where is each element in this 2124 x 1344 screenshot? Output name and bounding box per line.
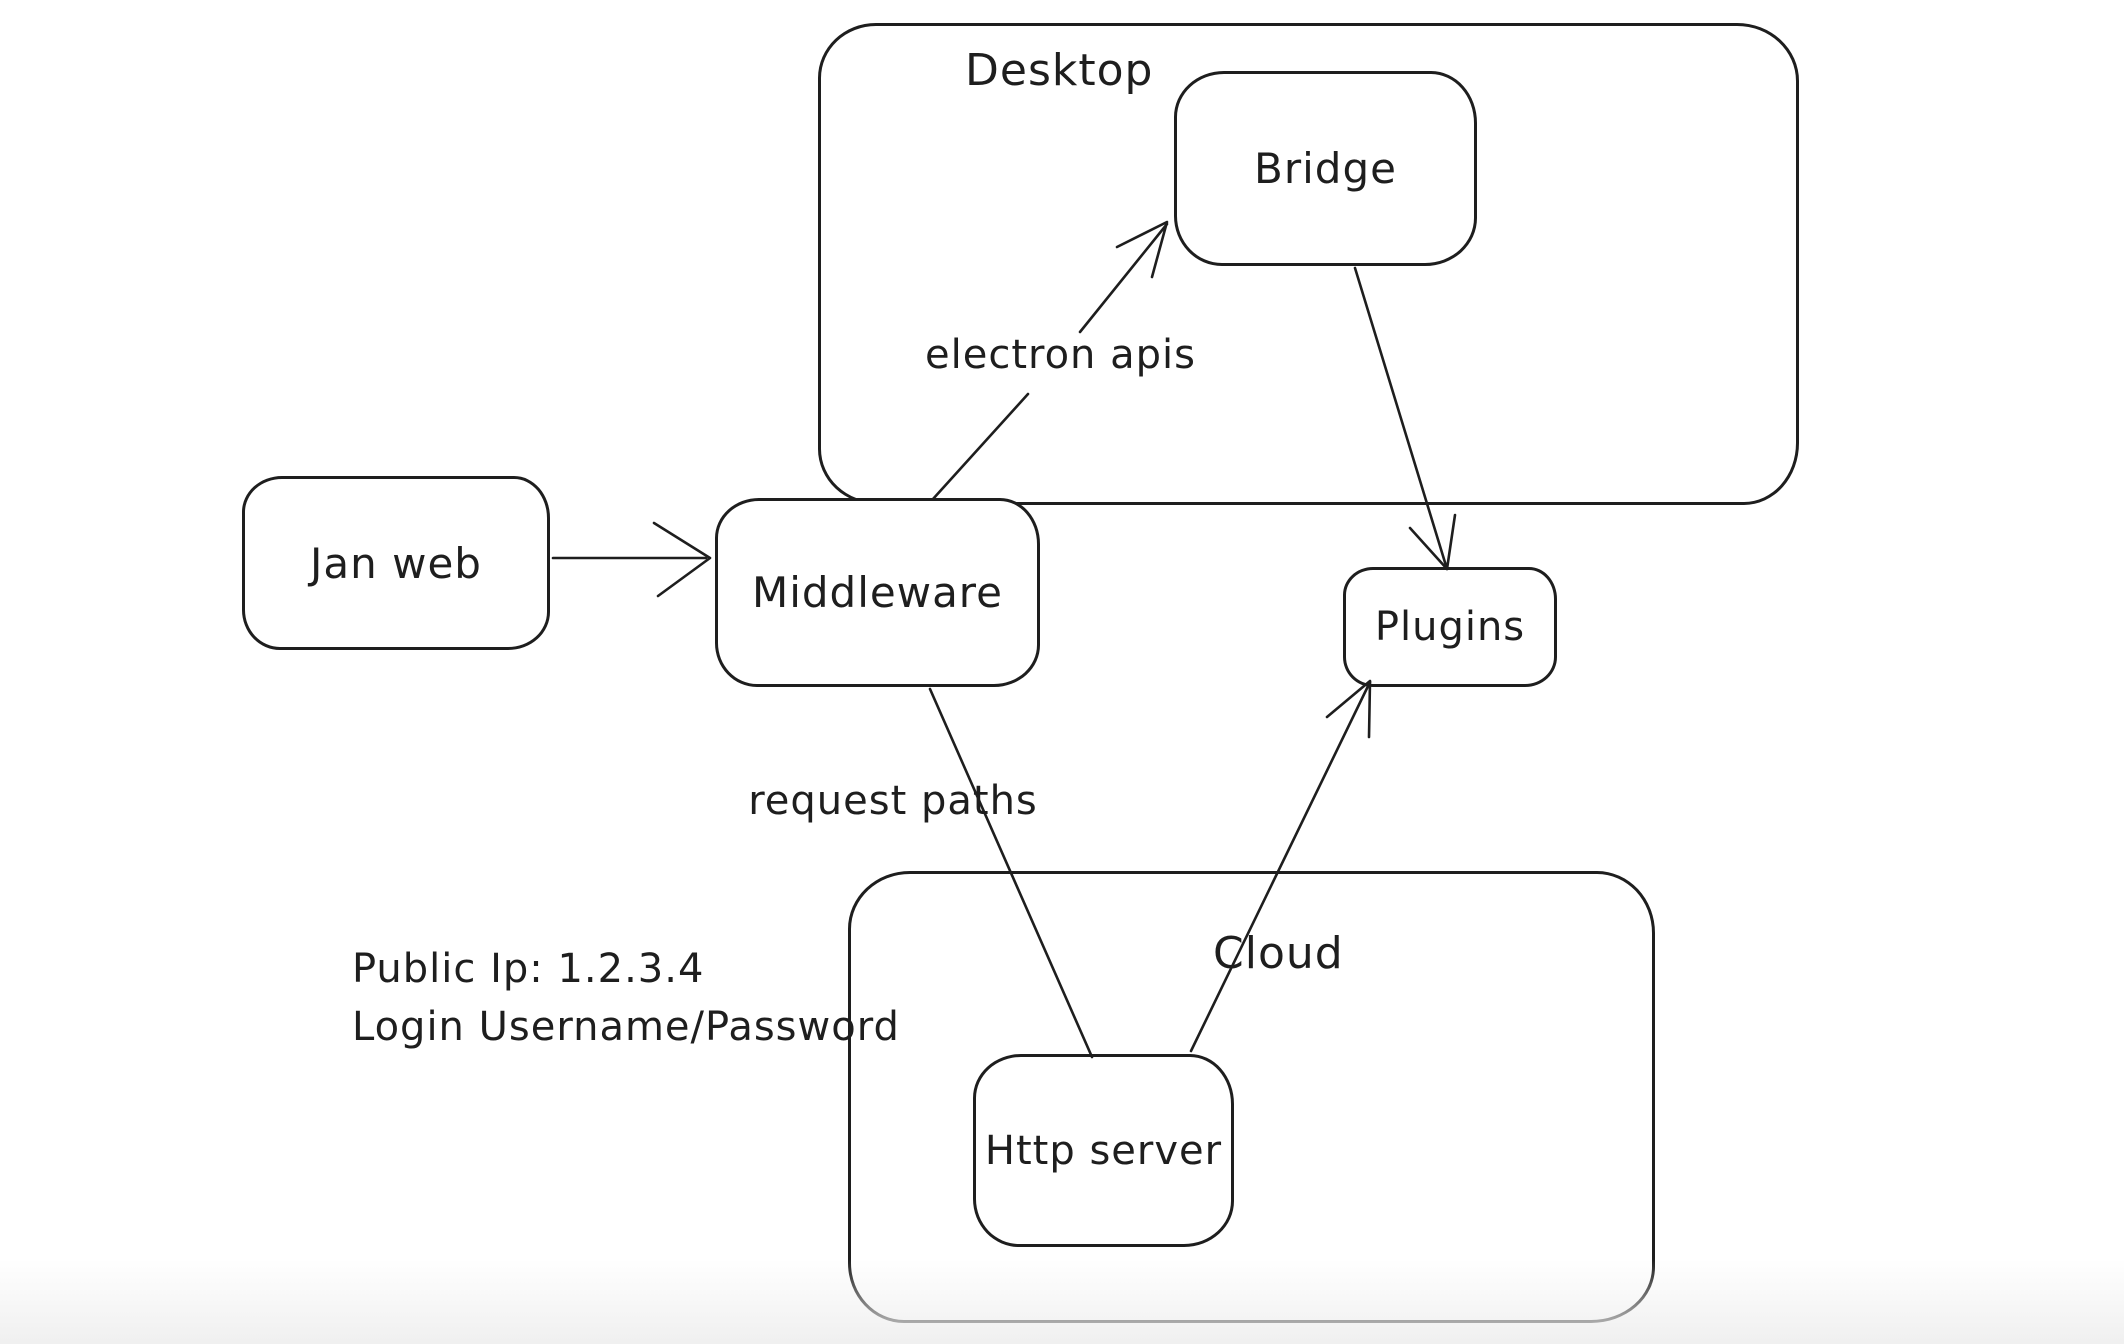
- node-middleware: Middleware: [715, 498, 1040, 687]
- container-desktop-label: Desktop: [965, 45, 1154, 96]
- arrowhead-icon: [1325, 679, 1372, 739]
- container-desktop: [818, 23, 1799, 505]
- node-jan-web: Jan web: [242, 476, 550, 650]
- annotation-login: Login Username/Password: [352, 1004, 900, 1050]
- container-cloud-label: Cloud: [1213, 928, 1344, 979]
- node-plugins-label: Plugins: [1374, 604, 1526, 650]
- bottom-fade: [0, 1259, 2124, 1344]
- node-jan-web-label: Jan web: [310, 538, 482, 588]
- edge-label-request-paths: request paths: [748, 778, 1038, 824]
- annotation-public-ip: Public Ip: 1.2.3.4: [352, 946, 705, 992]
- arrow-janweb-to-middleware: [551, 521, 712, 598]
- edge-label-electron-apis: electron apis: [925, 332, 1196, 378]
- node-http-server: Http server: [973, 1054, 1234, 1247]
- node-http-server-label: Http server: [984, 1127, 1223, 1174]
- node-middleware-label: Middleware: [751, 568, 1003, 617]
- annotation-credentials: Public Ip: 1.2.3.4 Login Username/Passwo…: [352, 940, 900, 1056]
- node-bridge: Bridge: [1174, 71, 1477, 266]
- node-bridge-label: Bridge: [1254, 144, 1397, 193]
- arrowhead-icon: [652, 521, 712, 598]
- node-plugins: Plugins: [1343, 567, 1557, 687]
- arrowhead-icon: [1408, 513, 1457, 571]
